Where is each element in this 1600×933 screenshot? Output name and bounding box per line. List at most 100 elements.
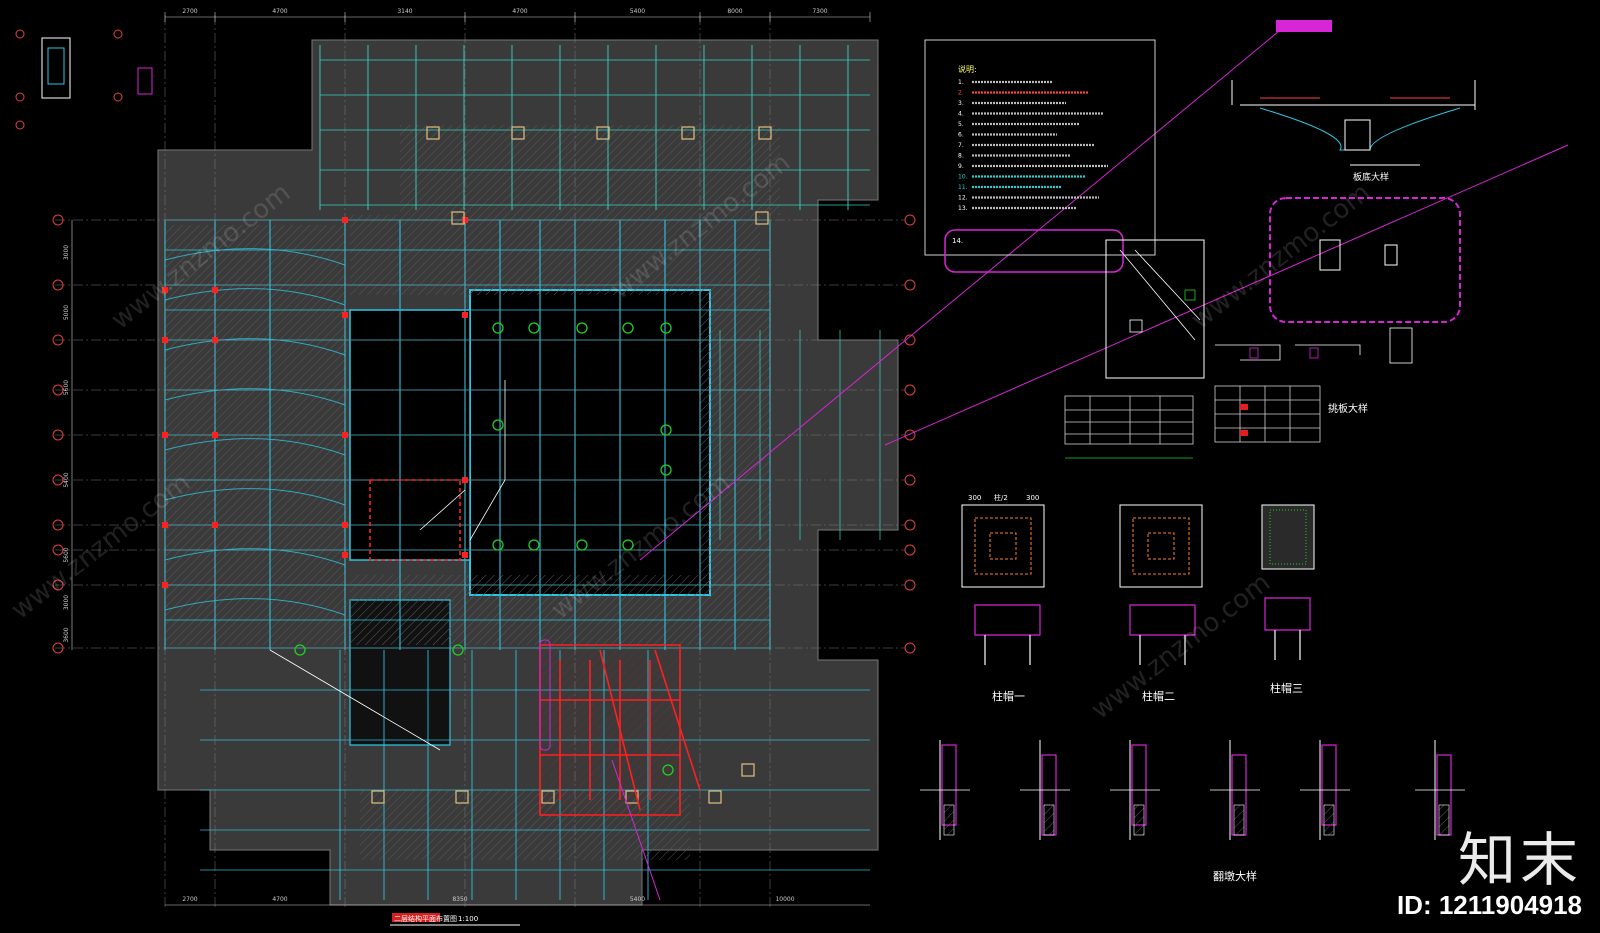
axis-bubble-left (52, 474, 64, 486)
axis-bubble-left (52, 519, 64, 531)
column-square (455, 790, 469, 804)
column-red (212, 337, 218, 343)
dim-text-left: 5600 (63, 547, 70, 562)
dim-text-top: 4700 (272, 8, 287, 15)
notes-lines: 1.2.3.4.5.6.7.8.9.10.11.12.13. (958, 79, 1108, 212)
cap-dim-2: 柱/2 (994, 493, 1008, 502)
dim-text-bottom: 5400 (630, 896, 645, 903)
column-red (212, 432, 218, 438)
column-red (342, 217, 348, 223)
column-square (708, 790, 722, 804)
dim-text-left: 3000 (63, 595, 70, 610)
dim-text-left: 3000 (63, 245, 70, 260)
column-square (625, 790, 639, 804)
beam-curve (164, 598, 346, 616)
axis-bubble-right (904, 544, 916, 556)
column-red (342, 552, 348, 558)
axis-bubble-right (904, 474, 916, 486)
axis-bubble-right (904, 429, 916, 441)
column-red (162, 287, 168, 293)
wall-section-base (1323, 804, 1335, 836)
column-square (371, 790, 385, 804)
column-square (451, 211, 465, 225)
diagonal-detail (1105, 239, 1205, 379)
dim-text-left: 5400 (63, 472, 70, 487)
column-red (162, 337, 168, 343)
cap-dim-1: 300 (968, 494, 981, 502)
dim-text-left: 5000 (63, 305, 70, 320)
column-red (162, 582, 168, 588)
beam-curve (164, 248, 346, 266)
slab-detail-label: 板底大样 (1353, 171, 1389, 183)
note-line-number: 9. (958, 163, 964, 170)
wall-sections (920, 740, 1465, 840)
column-square (755, 211, 769, 225)
axis-bubble-right (904, 579, 916, 591)
courtyard-void (469, 289, 711, 596)
column-cap-1-label: 柱帽一 (992, 689, 1025, 703)
beam-curve (164, 338, 346, 356)
note-line-number: 7. (958, 142, 964, 149)
column-square (741, 763, 755, 777)
note-line-number: 3. (958, 100, 964, 107)
grid-axis-layer (52, 15, 916, 910)
note-line-number: 11. (958, 184, 968, 191)
cap-dim-3: 300 (1026, 494, 1039, 502)
material-table-1 (1064, 395, 1194, 459)
dim-text-bottom: 10000 (775, 896, 794, 903)
red-zone-stair (540, 645, 680, 815)
material-table-2 (1214, 385, 1321, 443)
column-square (681, 126, 695, 140)
column-red (462, 312, 468, 318)
wall-section-base (1233, 804, 1245, 836)
column-square (511, 126, 525, 140)
green-markers (294, 322, 674, 776)
axis-bubble-left (52, 334, 64, 346)
brand-logo: 知末 (1457, 826, 1582, 894)
note-line-number: 1. (958, 79, 964, 86)
small-sections (1215, 327, 1413, 364)
axis-bubble-left (52, 279, 64, 291)
axis-bubble-left (52, 642, 64, 654)
column-square (541, 790, 555, 804)
dim-text-left: 5600 (63, 380, 70, 395)
wall-detail-label: 翻墩大样 (1213, 869, 1257, 883)
axis-bubble-right (904, 384, 916, 396)
column-layer (162, 126, 772, 804)
legend-key (15, 29, 153, 130)
column-detail-box (1269, 197, 1461, 323)
beam-curve (164, 548, 346, 566)
column-red (462, 552, 468, 558)
wall-section-base (1133, 804, 1145, 836)
column-red (342, 312, 348, 318)
column-cap-1-plan (961, 504, 1045, 588)
column-cap-3-label: 柱帽三 (1270, 681, 1303, 695)
column-red (342, 522, 348, 528)
table-label: 挑板大样 (1328, 402, 1368, 415)
dim-text-bottom: 8350 (452, 896, 467, 903)
axis-bubble-right (904, 642, 916, 654)
beam-curve (164, 288, 346, 306)
note-line-number: 6. (958, 132, 964, 139)
note-line-number: 5. (958, 121, 964, 128)
drawing-title: 二层结构平面布置图 (394, 914, 457, 923)
column-red (462, 477, 468, 483)
note-line-number: 10. (958, 174, 968, 181)
column-square (596, 126, 610, 140)
axis-bubble-left (52, 214, 64, 226)
axis-bubble-right (904, 334, 916, 346)
column-cap-3-section (1261, 504, 1315, 570)
dim-text-top: 7300 (812, 8, 827, 15)
axis-bubble-left (52, 384, 64, 396)
drawing-scale: 1:100 (458, 915, 478, 923)
hatched-zone-north (350, 215, 760, 295)
note-line-number: 8. (958, 153, 964, 160)
axis-bubble-left (52, 429, 64, 441)
column-red (162, 432, 168, 438)
column-cap-sections (974, 597, 1311, 665)
note-line-number: 4. (958, 111, 964, 118)
column-cap-2-label: 柱帽二 (1142, 689, 1175, 703)
dim-text-left: 3600 (63, 627, 70, 642)
